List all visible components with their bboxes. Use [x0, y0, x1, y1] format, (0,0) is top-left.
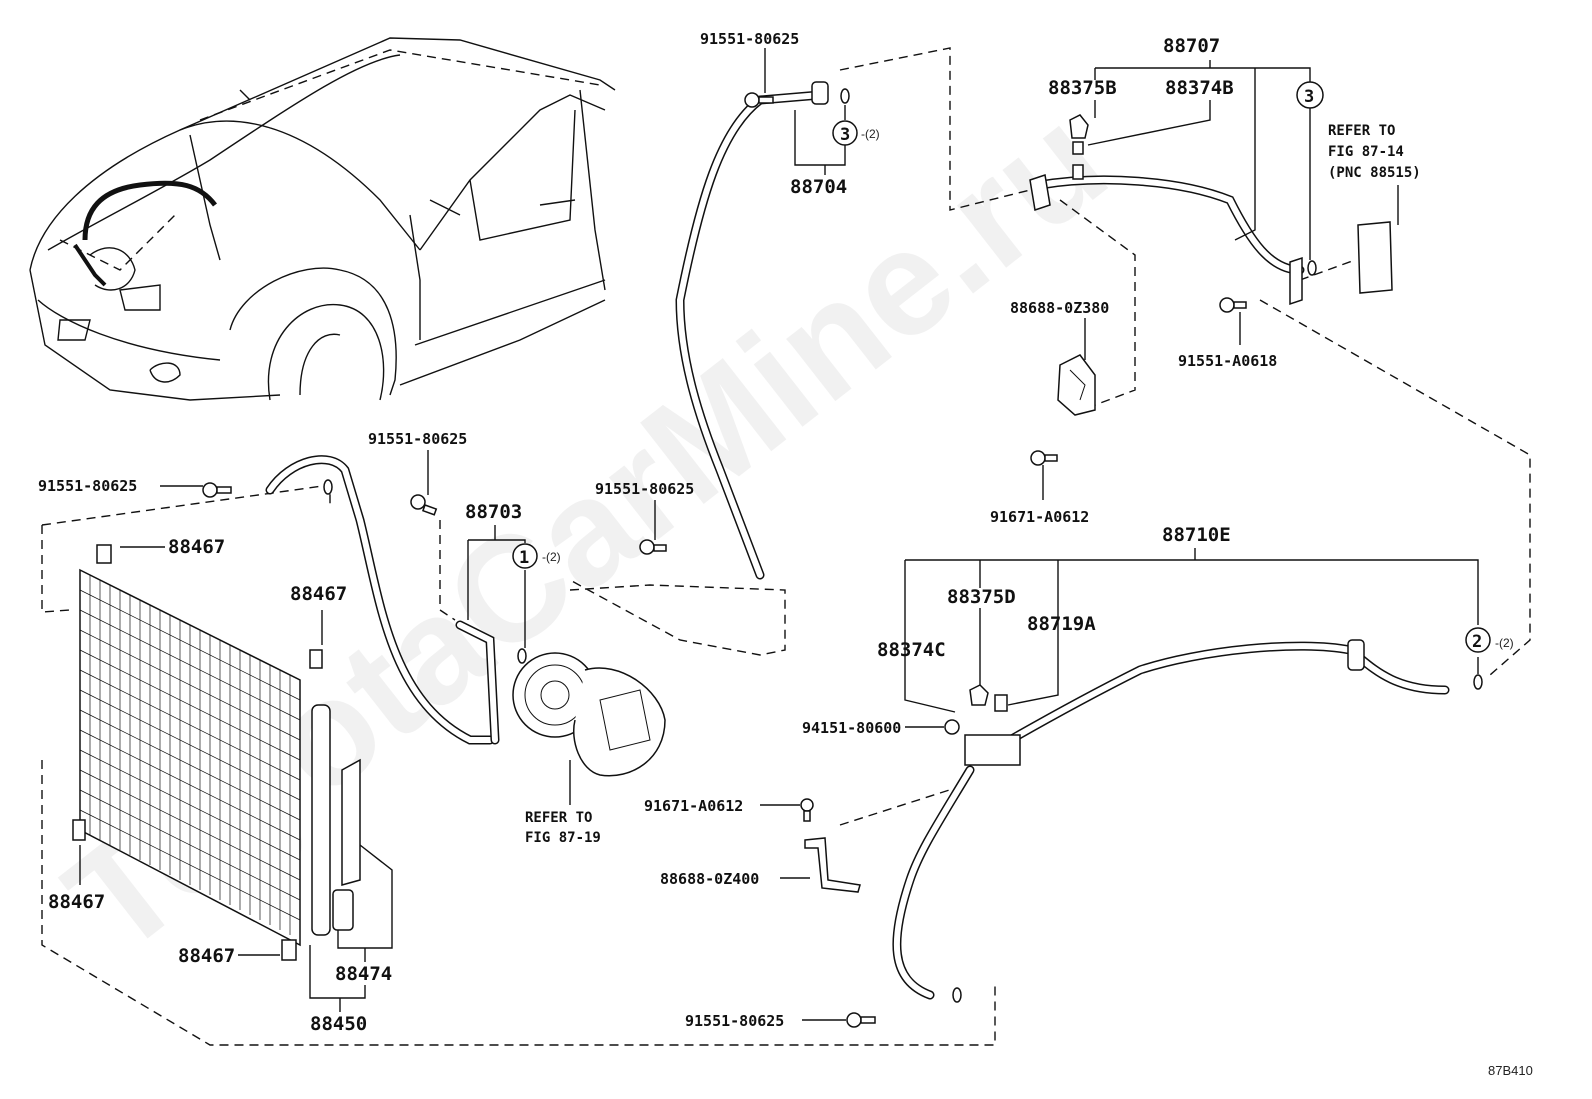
label-88374c[interactable]: 88374C	[877, 639, 946, 661]
label-91551-a0618[interactable]: 91551-A0618	[1178, 352, 1277, 370]
label-88467-left[interactable]: 88467	[48, 891, 105, 913]
compressor-illustration	[512, 652, 666, 777]
ring-1-quantity: -(2)	[542, 550, 561, 564]
ring-3b-mark: 3	[1304, 87, 1314, 107]
label-88374b[interactable]: 88374B	[1165, 77, 1234, 99]
refer-fig-87-14-line3: (PNC 88515)	[1328, 165, 1421, 181]
leader-lines	[79, 48, 1479, 1021]
ring-1-mark: 1	[519, 548, 529, 568]
liquid-tube-88710e	[892, 639, 1450, 1000]
ring-2-mark: 2	[1472, 632, 1482, 652]
condenser-88450-illustration	[72, 544, 361, 961]
assembly-boundary-lines	[41, 47, 1531, 1046]
label-88467-top[interactable]: 88467	[168, 536, 225, 558]
label-88703[interactable]: 88703	[465, 501, 522, 523]
part-labels: 91551-80625 88704 3 -(2) 88707 88375B 88…	[38, 30, 1533, 1078]
label-91551-80625-top[interactable]: 91551-80625	[700, 30, 799, 48]
ring-3-mark: 3	[840, 125, 850, 145]
label-88688-0z400[interactable]: 88688-0Z400	[660, 870, 759, 888]
label-88467-right[interactable]: 88467	[290, 583, 347, 605]
label-88719a[interactable]: 88719A	[1027, 613, 1096, 635]
label-88474[interactable]: 88474	[335, 963, 392, 985]
vehicle-outline-illustration	[29, 37, 616, 401]
label-91671-a0612-bottom[interactable]: 91671-A0612	[644, 797, 743, 815]
label-88375d[interactable]: 88375D	[947, 586, 1016, 608]
ring-3-quantity: -(2)	[861, 127, 880, 141]
ring-3-circle	[832, 120, 858, 146]
ring-1-circle	[512, 543, 538, 569]
fastener-illustrations	[202, 88, 1483, 1028]
label-88707[interactable]: 88707	[1163, 35, 1220, 57]
label-88710e[interactable]: 88710E	[1162, 524, 1231, 546]
label-88375b[interactable]: 88375B	[1048, 77, 1117, 99]
label-88450[interactable]: 88450	[310, 1013, 367, 1035]
ring-callouts	[512, 81, 1491, 653]
refer-fig-87-14-line1: REFER TO	[1328, 123, 1395, 139]
label-88704[interactable]: 88704	[790, 176, 847, 198]
label-91551-80625-mid[interactable]: 91551-80625	[368, 430, 467, 448]
suction-tube-88707	[1029, 174, 1393, 306]
ring-3b-circle	[1296, 81, 1324, 109]
label-91551-80625-suction[interactable]: 91551-80625	[595, 480, 694, 498]
label-88467-bottom[interactable]: 88467	[178, 945, 235, 967]
label-94151-80600[interactable]: 94151-80600	[802, 719, 901, 737]
label-91551-80625-bottom[interactable]: 91551-80625	[685, 1012, 784, 1030]
refer-fig-87-19-line2[interactable]: FIG 87-19	[525, 830, 601, 846]
label-91551-80625-left[interactable]: 91551-80625	[38, 477, 137, 495]
figure-code: 87B410	[1488, 1063, 1533, 1078]
refer-fig-87-14-line2[interactable]: FIG 87-14	[1328, 144, 1404, 160]
clamp-88688-0z380-illustration	[1057, 354, 1096, 416]
label-88688-0z380[interactable]: 88688-0Z380	[1010, 299, 1109, 317]
discharge-hose-88703	[265, 455, 500, 745]
bracket-88688-0z400-illustration	[804, 837, 861, 893]
ring-2-quantity: -(2)	[1495, 636, 1514, 650]
refer-fig-87-19-line1: REFER TO	[525, 810, 592, 826]
label-91671-a0612-top[interactable]: 91671-A0612	[990, 508, 1089, 526]
ring-2-circle	[1465, 627, 1491, 653]
